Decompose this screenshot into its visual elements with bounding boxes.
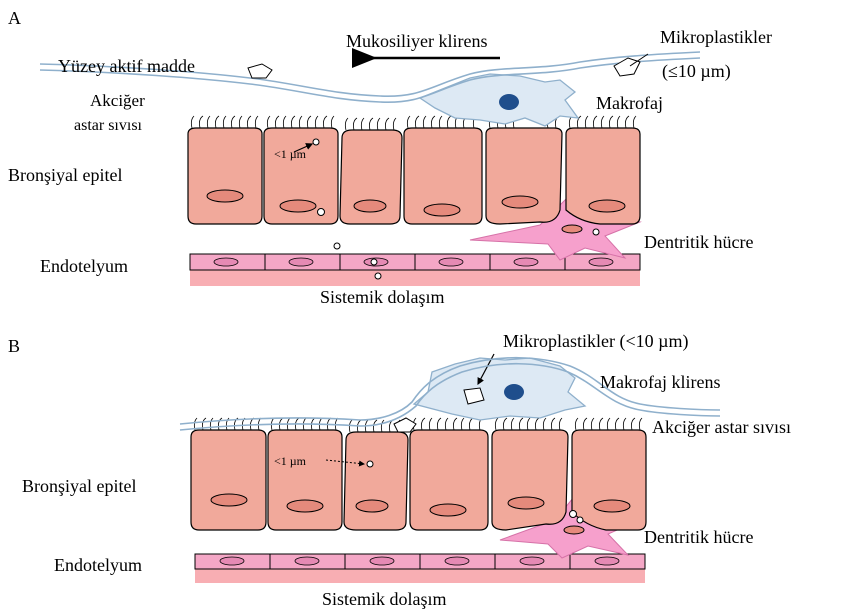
endothelium-b [195,554,645,569]
lining-fluid-label-a-2: astar sıvısı [74,117,143,134]
macrophage-a [420,74,578,126]
particle-size-label-b: <1 µm [274,454,307,468]
dendritic-cell-label-a: Dentritik hücre [644,232,753,252]
endothelium-label-a: Endotelyum [40,256,128,276]
endothelium-a [190,254,640,270]
lining-fluid-label-b: Akciğer astar sıvısı [652,417,791,437]
panel-a: A [8,8,772,307]
blood-strip-a [190,270,640,286]
macrophage-label-a: Makrofaj [596,93,663,113]
macrophage-nucleus-a [499,94,519,110]
dendritic-nucleus-b [564,526,584,534]
bronchial-epithelium-label-a: Bronşiyal epitel [8,165,122,185]
systemic-circulation-label-b: Sistemik dolaşım [322,589,447,609]
surfactant-particle-b [394,418,416,432]
endothelium-label-b: Endotelyum [54,555,142,575]
blood-strip-b [195,569,645,583]
bronchial-epithelium-label-b: Bronşiyal epitel [22,476,136,496]
systemic-circulation-label-a: Sistemik dolaşım [320,287,445,307]
panel-b-letter: B [8,336,20,356]
particle-size-label-a: <1 µm [274,147,307,161]
panel-b: B [8,331,791,609]
surfactant-particle-a [248,64,272,78]
lining-fluid-label-a-1: Akciğer [90,91,145,110]
mucociliary-label: Mukosiliyer klirens [346,31,488,51]
dendritic-nucleus-a [562,225,582,233]
macrophage-b [414,358,585,420]
macrophage-clearance-label: Makrofaj klirens [600,372,720,392]
microplastics-label-b: Mikroplastikler (<10 µm) [503,331,689,352]
macrophage-nucleus-b [504,384,524,400]
bronchial-epithelium-b [191,430,646,530]
microplastic-particle-a [614,58,640,76]
dendritic-cell-label-b: Dentritik hücre [644,527,753,547]
panel-a-letter: A [8,8,21,28]
microplastics-label-a-2: (≤10 µm) [662,61,731,82]
surfactant-label: Yüzey aktif madde [58,56,195,76]
bronchial-epithelium-a [188,128,640,224]
microplastics-label-a-1: Mikroplastikler [660,27,772,47]
